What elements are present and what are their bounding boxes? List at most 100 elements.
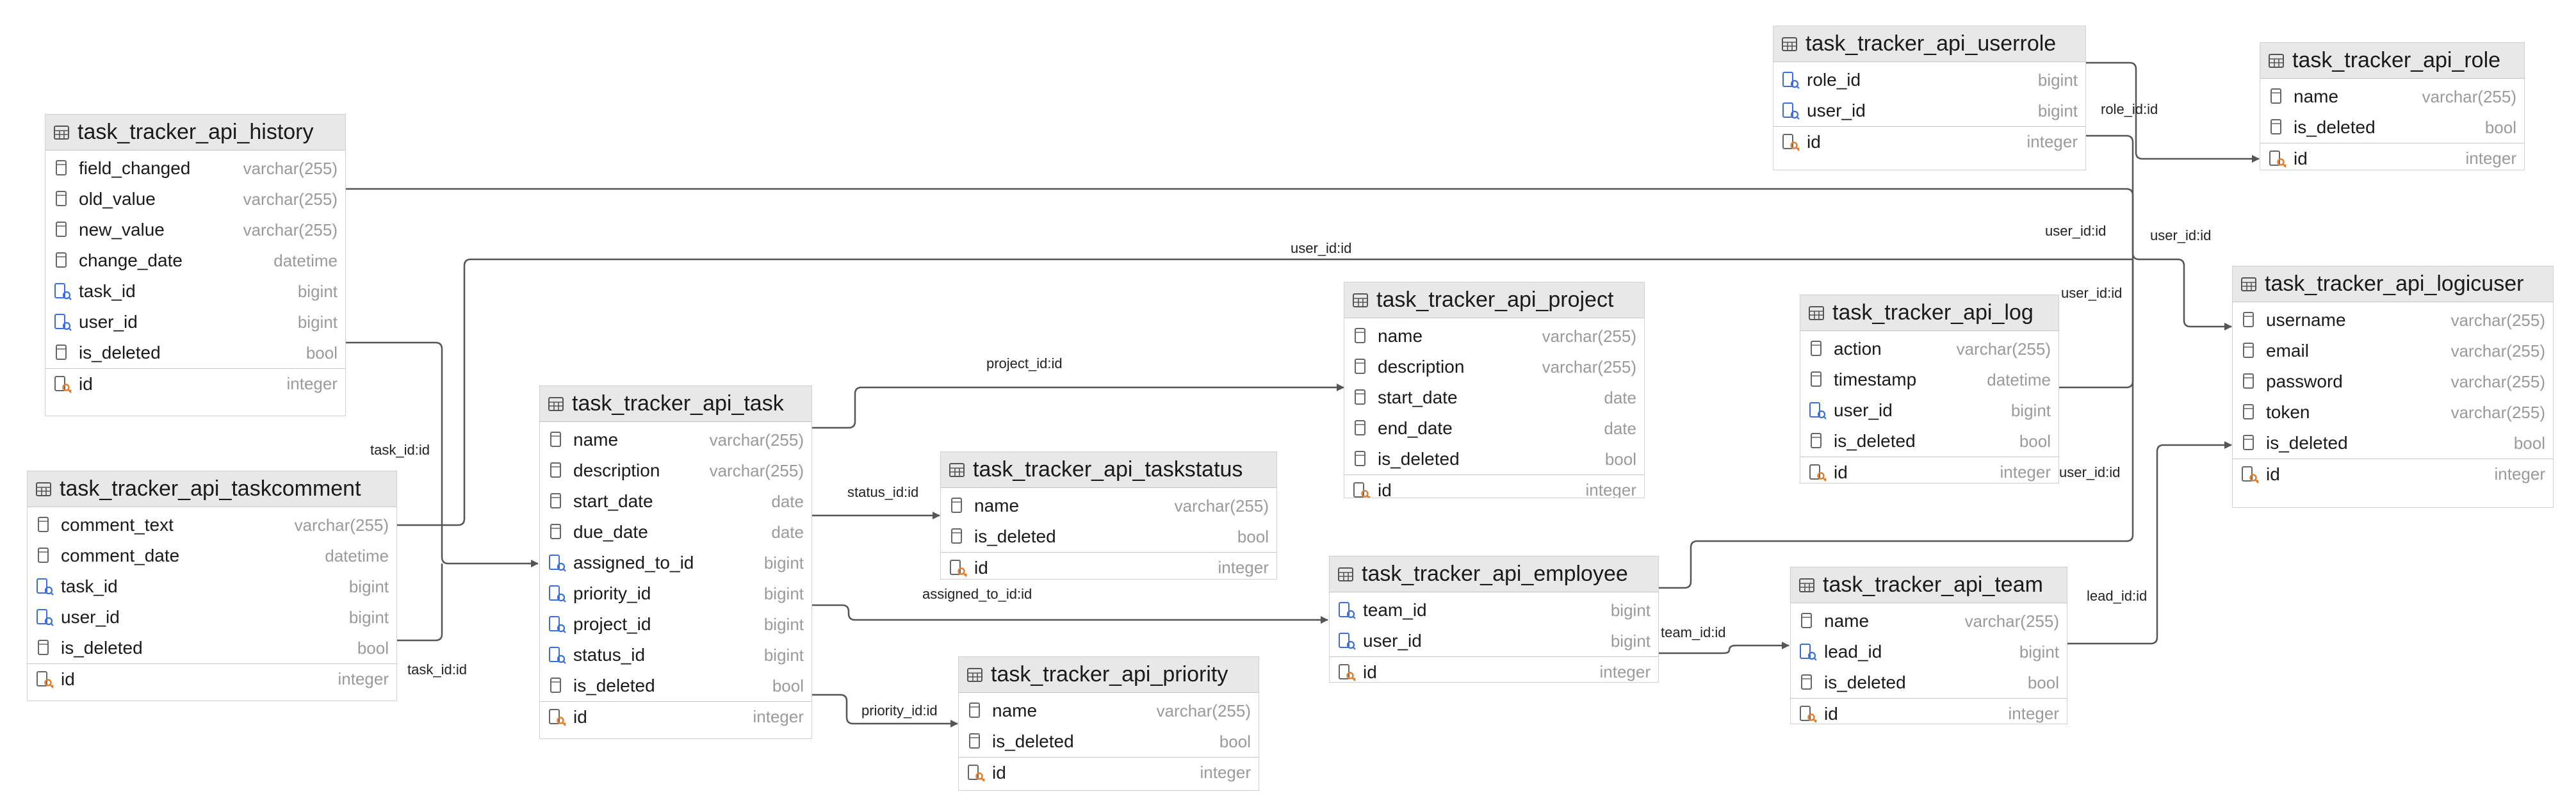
column-icon [56,252,67,268]
table-header[interactable]: task_tracker_api_logicuser [2233,266,2553,302]
table-header[interactable]: task_tracker_api_history [45,115,345,150]
primary-key-icon [950,559,967,577]
column-type: datetime [273,250,338,270]
table-header[interactable]: task_tracker_api_role [2260,43,2524,79]
column-name: user_id [1363,631,1422,651]
table-header[interactable]: task_tracker_api_employee [1330,556,1658,592]
column-name: end_date [1378,418,1453,438]
table-header[interactable]: task_tracker_api_priority [959,657,1259,693]
column-name: is_deleted [2294,117,2376,137]
column-icon [56,160,67,175]
column-icon [38,548,49,563]
table-header[interactable]: task_tracker_api_taskstatus [941,452,1276,488]
table-header[interactable]: task_tracker_api_task [540,386,811,422]
table-header[interactable]: task_tracker_api_project [1344,282,1644,318]
foreign-key-column-icon [54,314,72,331]
column-type: bool [306,343,338,362]
column-icon [1355,359,1365,374]
table-header[interactable]: task_tracker_api_userrole [1773,26,2085,62]
table-header[interactable]: task_tracker_api_taskcomment [28,471,396,507]
relation-task-employee [812,604,1328,624]
column-type: bool [357,638,389,658]
column-name: id [974,557,988,578]
column-name: id [992,762,1006,783]
table-header[interactable]: task_tracker_api_log [1800,295,2058,331]
table-header[interactable]: task_tracker_api_team [1791,567,2067,603]
column-icon [550,678,561,693]
